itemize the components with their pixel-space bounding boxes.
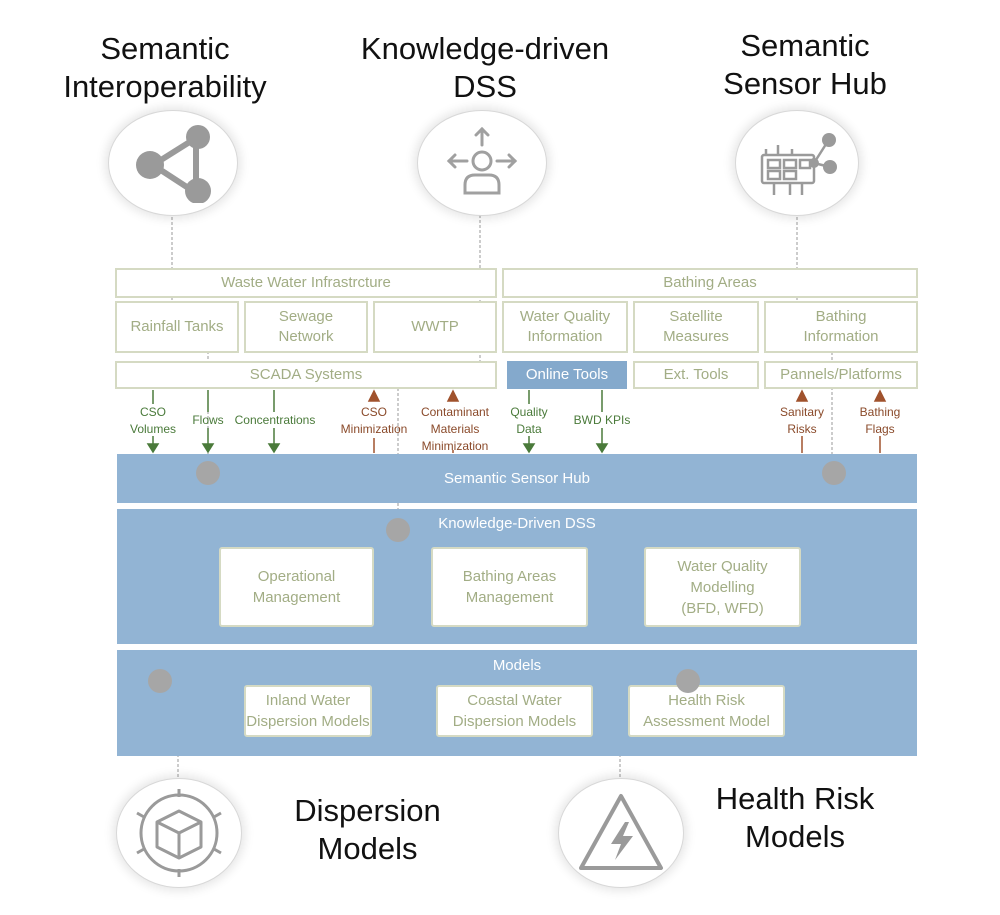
ext-tools-box: Ext. Tools	[633, 361, 759, 389]
knowledge-driven-dss-title: Knowledge-Driven DSS	[438, 515, 596, 532]
flow-label-bwd-kpis: BWD KPIs	[573, 413, 631, 427]
dispersion-models-circle	[116, 778, 242, 888]
online-tools-box: Online Tools	[507, 361, 627, 389]
waste-water-infrastructure-header: Waste Water Infrastrcture	[115, 268, 497, 298]
rainfall-tanks-box: Rainfall Tanks	[115, 301, 239, 353]
cube-icon	[136, 789, 222, 877]
scada-systems-box: SCADA Systems	[115, 361, 497, 389]
person-arrows-icon	[446, 126, 518, 195]
wwtp-box: WWTP	[373, 301, 497, 353]
flow-label-concentrations: Concentrations	[234, 413, 316, 427]
connector-dot-dss	[386, 518, 410, 542]
connector-dot-interoperability	[196, 461, 220, 485]
semantic-interoperability-circle	[108, 110, 238, 216]
health-risk-models-circle	[558, 778, 684, 888]
sensor-board-icon	[760, 133, 837, 195]
connector-dot-health-risk	[676, 669, 700, 693]
pannels-platforms-box: Pannels/Platforms	[764, 361, 918, 389]
share-network-icon	[136, 125, 211, 203]
semantic-sensor-hub-title: Semantic Sensor Hub	[444, 470, 590, 487]
sensor-hub-circle	[735, 110, 859, 216]
bathing-areas-header: Bathing Areas	[502, 268, 918, 298]
models-title: Models	[492, 657, 542, 674]
connector-dot-sensor-hub	[822, 461, 846, 485]
high-voltage-warning-icon	[579, 794, 663, 870]
semantic-sensor-hub-band: Semantic Sensor Hub	[117, 454, 917, 503]
flow-label-flows: Flows	[192, 413, 224, 427]
connector-dot-dispersion	[148, 669, 172, 693]
knowledge-dss-circle	[417, 110, 547, 216]
